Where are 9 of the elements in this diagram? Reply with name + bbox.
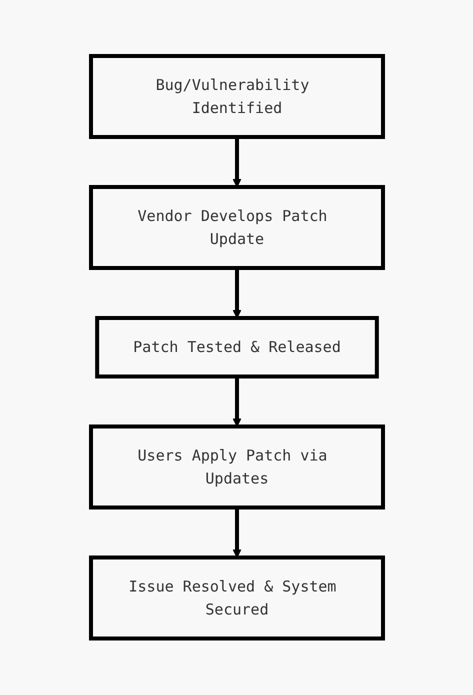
arrow — [232, 376, 241, 428]
node-box: Issue Resolved & System Secured — [88, 556, 384, 641]
arrow — [232, 268, 241, 319]
node-box: Bug/Vulnerability Identified — [88, 54, 384, 140]
node-box: Users Apply Patch via Updates — [88, 424, 384, 510]
node-box: Vendor Develops Patch Update — [88, 185, 384, 270]
arrow — [232, 508, 241, 558]
node-box: Patch Tested & Released — [94, 316, 378, 379]
arrow — [232, 137, 241, 188]
